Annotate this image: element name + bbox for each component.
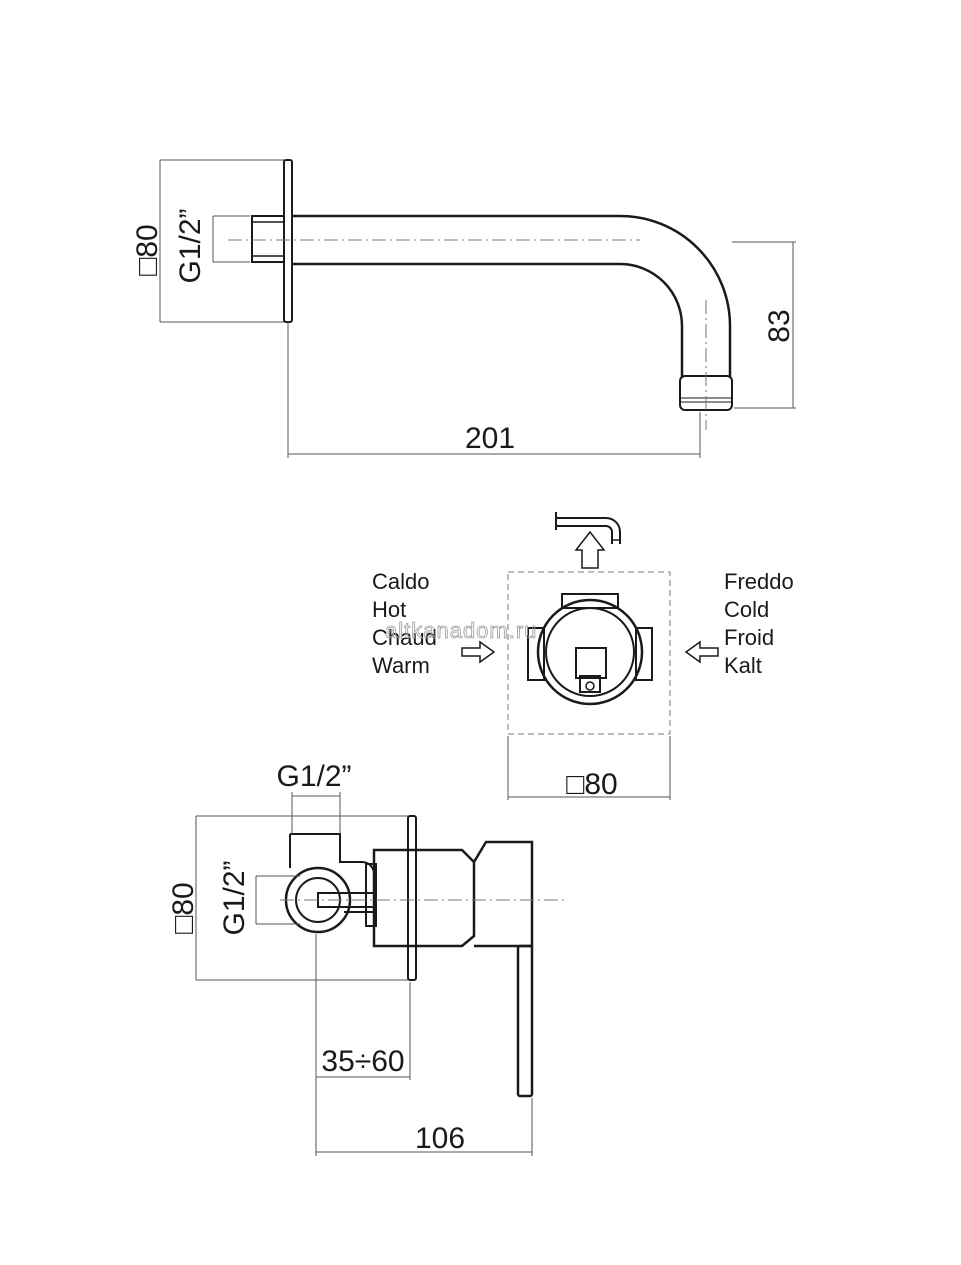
mixer-total-dim: 106: [415, 1122, 465, 1155]
hot-label: Chaud: [372, 625, 437, 650]
spout-side-view: □80 G1/2” 83 201: [131, 159, 796, 458]
spout-pictogram: [556, 517, 621, 544]
hot-label-group: Caldo Hot Chaud Warm: [372, 569, 437, 678]
spout-tube: [292, 214, 732, 378]
cold-label-group: Freddo Cold Froid Kalt: [724, 569, 794, 678]
spout-thread-dim: G1/2”: [174, 208, 207, 283]
spout-thread-connector: [251, 215, 285, 263]
cold-label: Froid: [724, 625, 774, 650]
mixer-depth-dim: 35÷60: [321, 1045, 404, 1078]
valve-body-outer: [536, 598, 644, 706]
outlet-arrow: [574, 530, 606, 569]
mixer-side-view: G1/2” □80 G1/2” 35÷60 106: [167, 760, 568, 1156]
cartridge-square: [575, 647, 607, 679]
valve-body-side-left: [527, 627, 545, 681]
cold-inlet-arrow: [684, 640, 719, 664]
cartridge-stem: [579, 675, 601, 693]
hot-label: Caldo: [372, 569, 429, 594]
plan-view: Caldo Hot Chaud Warm Freddo Cold Froid K…: [372, 512, 794, 801]
hot-label: Warm: [372, 653, 430, 678]
hot-label: Hot: [372, 597, 406, 622]
mixer-handle-cap: [472, 840, 534, 948]
mixer-sleeve: [365, 863, 377, 927]
mixer-square-dim: □80: [167, 882, 200, 934]
watermark-text: altkanadom.ru: [385, 618, 537, 643]
mixer-thread-side-dim: G1/2”: [218, 860, 251, 935]
mixer-lever: [516, 944, 534, 1098]
plan-dashed-plate: [507, 571, 671, 735]
valve-body-inner: [545, 607, 635, 697]
spout-wall-plate: [283, 159, 293, 323]
mixer-thread-top-dim: G1/2”: [276, 760, 351, 793]
cold-label: Kalt: [724, 653, 762, 678]
plan-square-dim: □80: [566, 768, 618, 801]
hot-inlet-arrow: [461, 640, 496, 664]
cold-label: Cold: [724, 597, 769, 622]
cold-label: Freddo: [724, 569, 794, 594]
mixer-wall-plate: [407, 815, 417, 981]
spout-square-dim: □80: [131, 224, 164, 276]
spout-height-dim: 83: [763, 309, 796, 342]
mixer-front-body: [372, 848, 476, 948]
spout-length-dim: 201: [465, 422, 515, 455]
valve-body-side-right: [635, 627, 653, 681]
